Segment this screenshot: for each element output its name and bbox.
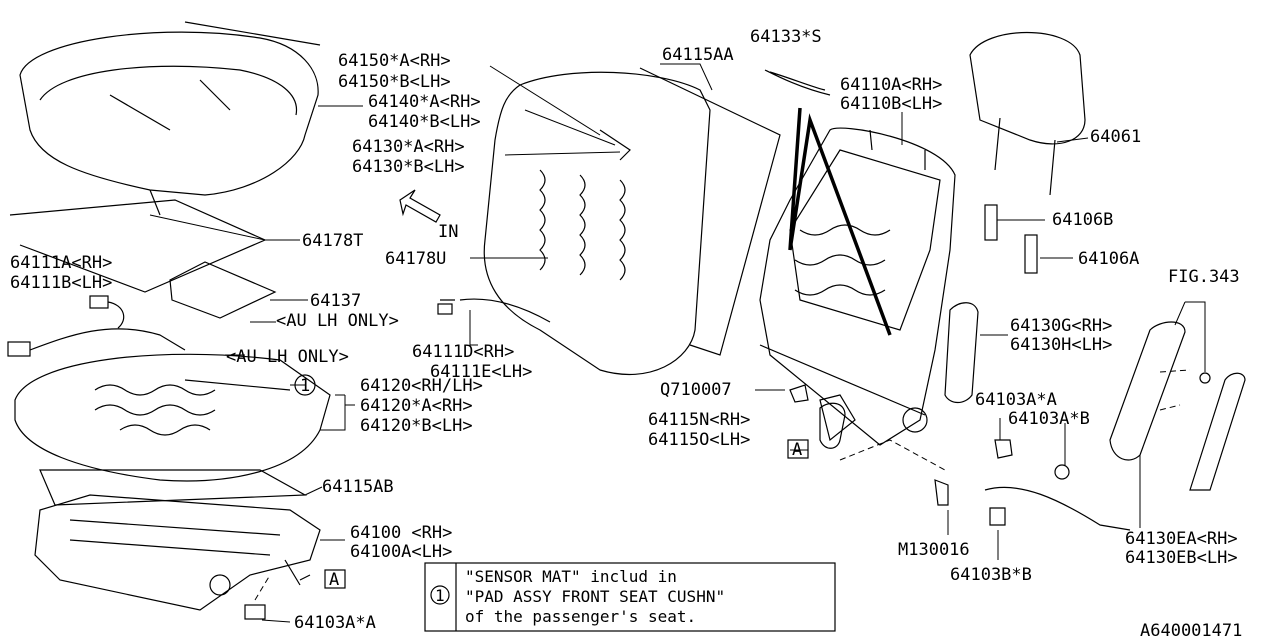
label-64103b-b: 64103B*B (950, 565, 1032, 585)
note-line-1: "SENSOR MAT" includ in (465, 567, 677, 586)
direction-arrow: IN (399, 189, 458, 242)
leader-lines (149, 63, 1206, 623)
label-64110a: 64110A<RH> (840, 75, 942, 95)
seatback-frame (759, 127, 956, 471)
note-marker: 1 (435, 586, 445, 605)
seatback-pad (639, 67, 781, 356)
connector-64111d (437, 303, 453, 315)
label-q710007: Q710007 (660, 380, 732, 400)
ref-box-a-1 (787, 439, 809, 459)
note-line-3: of the passenger's seat. (465, 607, 696, 626)
label-64111e: 64111E<LH> (430, 362, 532, 382)
side-trim (944, 302, 979, 404)
harness-64111a (7, 295, 186, 357)
label-64110b: 64110B<LH> (840, 94, 942, 114)
harness-64111d (440, 298, 551, 323)
label-64115aa: 64115AA (662, 45, 734, 65)
label-64115ab: 64115AB (322, 477, 394, 497)
seatback-cushion (483, 71, 711, 375)
marker-1-circle (294, 374, 316, 396)
label-64130a: 64130*A<RH> (352, 137, 465, 157)
seat-cushion-cover (19, 21, 321, 216)
label-64103a-a-bottom: 64103A*A (294, 613, 376, 633)
label-64130b: 64130*B<LH> (352, 157, 465, 177)
label-64130h: 64130H<LH> (1010, 335, 1112, 355)
note-line-2: "PAD ASSY FRONT SEAT CUSHN" (465, 587, 725, 606)
label-64120: 64120<RH/LH> (360, 376, 483, 396)
label-64061: 64061 (1090, 127, 1141, 147)
label-64178t: 64178T (302, 231, 363, 251)
label-64111b: 64111B<LH> (10, 273, 112, 293)
label-64140a: 64140*A<RH> (368, 92, 481, 112)
label-64111d: 64111D<RH> (412, 342, 514, 362)
ref-box-a-2 (324, 569, 346, 589)
label-au-lh-only-1: <AU LH ONLY> (276, 311, 399, 331)
label-64140b: 64140*B<LH> (368, 112, 481, 132)
label-64120b: 64120*B<LH> (360, 416, 473, 436)
seat-cushion-pad (14, 353, 331, 506)
ref-box-a-2-letter: A (329, 570, 339, 590)
label-64133s: 64133*S (750, 27, 822, 47)
label-64150b: 64150*B<LH> (338, 72, 451, 92)
leader-bold (788, 107, 892, 336)
label-64100: 64100 <RH> (350, 523, 452, 543)
label-64106a: 64106A (1078, 249, 1139, 269)
wire-64133s (764, 69, 831, 96)
label-64130eb: 64130EB<LH> (1125, 548, 1238, 568)
label-64111a: 64111A<RH> (10, 253, 112, 273)
label-64150a: 64150*A<RH> (338, 51, 451, 71)
label-64103a-b: 64103A*B (1008, 409, 1090, 429)
label-64130g: 64130G<RH> (1010, 316, 1112, 336)
small-parts (789, 384, 1131, 531)
seat-frame (34, 494, 321, 620)
label-64103a-a-right: 64103A*A (975, 390, 1057, 410)
label-64100a: 64100A<LH> (350, 542, 452, 562)
svg-text:IN: IN (438, 222, 458, 242)
label-64106b: 64106B (1052, 210, 1113, 230)
label-64115n: 64115N<RH> (648, 410, 750, 430)
label-64115o: 64115O<LH> (648, 430, 750, 450)
headrest (969, 32, 1086, 274)
label-au-lh-only-2: <AU LH ONLY> (226, 347, 349, 367)
label-64137: 64137 (310, 291, 361, 311)
marker-1: 1 (300, 376, 310, 396)
label-m130016: M130016 (898, 540, 970, 560)
note-box: 1 "SENSOR MAT" includ in "PAD ASSY FRONT… (424, 562, 836, 632)
label-fig343: FIG.343 (1168, 267, 1240, 287)
label-64178u: 64178U (385, 249, 446, 269)
callout-labels: 64133*S 64115AA 64150*A<RH> 64150*B<LH> … (10, 27, 1240, 633)
label-64120a: 64120*A<RH> (360, 396, 473, 416)
diagram-id: A640001471 (1140, 621, 1242, 640)
ref-box-a-1-letter: A (792, 440, 802, 460)
label-64130ea: 64130EA<RH> (1125, 529, 1238, 549)
side-cover-64130ea (1109, 321, 1246, 491)
